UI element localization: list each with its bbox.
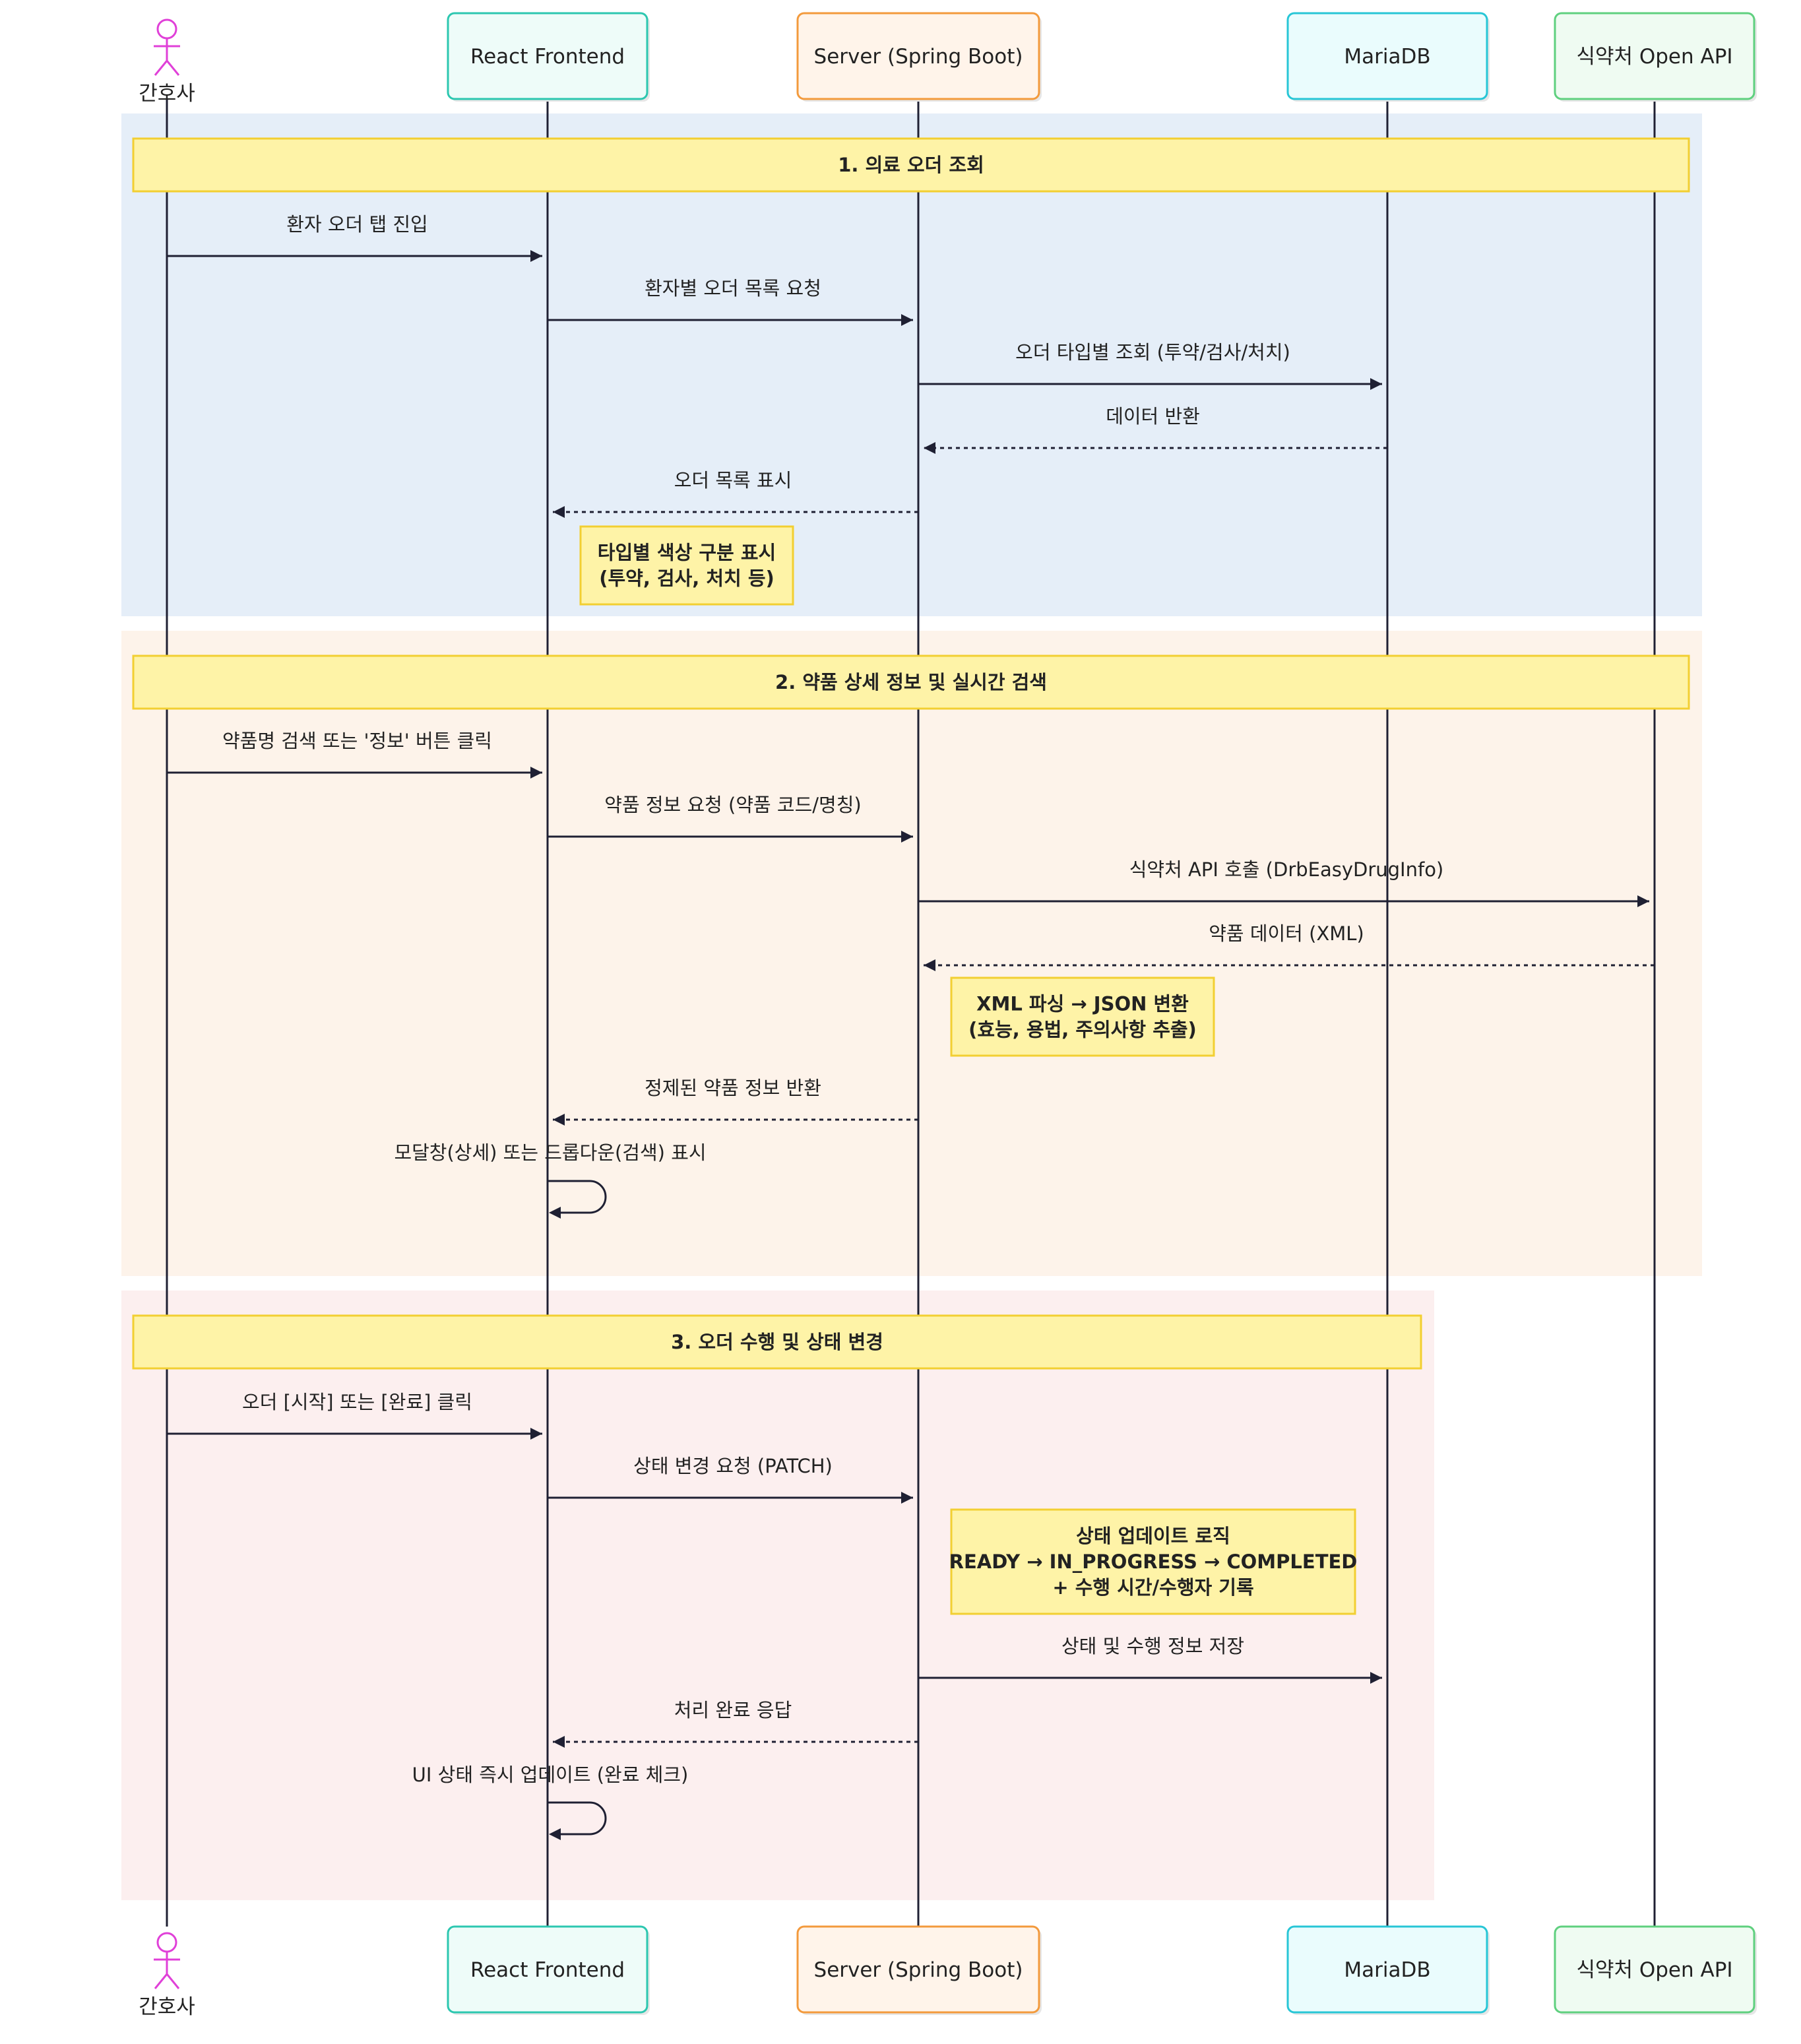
- participant-label: 간호사: [139, 1995, 195, 2019]
- arrow-head: [1637, 895, 1649, 907]
- participant-srv-bottom: Server (Spring Boot): [796, 1925, 1042, 2015]
- section-title-box: [132, 137, 1690, 193]
- message-label: 오더 타입별 조회 (투약/검사/처치): [1015, 341, 1290, 364]
- arrow-head: [530, 1428, 542, 1440]
- participant-label: MariaDB: [1344, 1958, 1430, 1982]
- participant-box: [447, 12, 648, 100]
- message-label: 처리 완료 응답: [674, 1699, 792, 1721]
- note-text: XML 파싱 → JSON 변환: [976, 993, 1189, 1015]
- participant-label: React Frontend: [470, 45, 625, 69]
- section-title: 3. 오더 수행 및 상태 변경: [671, 1331, 883, 1353]
- lifelines: [166, 99, 1656, 1927]
- section-background: [121, 631, 1702, 1276]
- message-label: 상태 및 수행 정보 저장: [1061, 1635, 1244, 1657]
- arrow-head: [901, 1492, 913, 1504]
- participant-box: [1286, 12, 1488, 100]
- note-text: 상태 업데이트 로직: [1076, 1525, 1230, 1547]
- arrow-head: [549, 1828, 561, 1840]
- participant-box: [1286, 1925, 1488, 2014]
- participant-box: [1554, 1925, 1755, 2014]
- section-backgrounds: [121, 113, 1702, 1900]
- note-text: + 수행 시간/수행자 기록: [1052, 1576, 1253, 1599]
- note-box: [579, 525, 794, 606]
- arrow-head: [553, 1736, 565, 1748]
- participant-api-top: 식약처 Open API: [1554, 12, 1757, 102]
- arrow-head: [1370, 378, 1382, 390]
- message-label: 약품 정보 요청 (약품 코드/명칭): [604, 794, 861, 816]
- arrow-head: [924, 442, 935, 454]
- section-title-box: [132, 1314, 1422, 1370]
- arrow-head: [553, 1114, 565, 1126]
- note-text: (투약, 검사, 처치 등): [599, 567, 774, 590]
- participant-label: Server (Spring Boot): [814, 45, 1023, 69]
- arrow-head: [1370, 1672, 1382, 1684]
- participant-db-bottom: MariaDB: [1286, 1925, 1490, 2015]
- participant-box: [1554, 12, 1755, 100]
- message-label: 환자별 오더 목록 요청: [645, 277, 821, 300]
- participant-label: Server (Spring Boot): [814, 1958, 1023, 1982]
- message-label: 오더 목록 표시: [674, 469, 792, 492]
- message-label: 오더 [시작] 또는 [완료] 클릭: [242, 1391, 472, 1413]
- arrow-head: [901, 314, 913, 326]
- arrow-head: [553, 506, 565, 518]
- participant-label: React Frontend: [470, 1958, 625, 1982]
- actor-leg-icon: [154, 60, 168, 76]
- participant-fe-top: React Frontend: [447, 12, 650, 102]
- actor-head-icon: [156, 18, 177, 40]
- arrow-head: [901, 831, 913, 843]
- message-label: 환자 오더 탭 진입: [286, 213, 427, 236]
- arrow-head: [924, 959, 935, 971]
- actor-leg-icon: [166, 60, 180, 76]
- note-text: (효능, 용법, 주의사항 추출): [968, 1019, 1197, 1041]
- arrow-head: [530, 250, 542, 262]
- self-message-label: 모달창(상세) 또는 드롭다운(검색) 표시: [394, 1141, 706, 1164]
- note-box: [950, 1508, 1356, 1615]
- participant-box: [796, 12, 1040, 100]
- message-label: 데이터 반환: [1106, 405, 1200, 428]
- self-message-arrow: [548, 1180, 607, 1214]
- participant-nurse-top: 간호사: [139, 18, 195, 106]
- self-message-label: UI 상태 즉시 업데이트 (완료 체크): [412, 1764, 689, 1786]
- participant-box: [447, 1925, 648, 2014]
- section-title-box: [132, 655, 1690, 710]
- participant-srv-top: Server (Spring Boot): [796, 12, 1042, 102]
- participant-nurse-bottom: 간호사: [139, 1932, 195, 2019]
- message-label: 약품 데이터 (XML): [1209, 922, 1364, 945]
- message-label: 정제된 약품 정보 반환: [645, 1077, 821, 1099]
- note-box: [950, 976, 1215, 1057]
- note-text: READY → IN_PROGRESS → COMPLETED: [949, 1550, 1358, 1573]
- message-label: 식약처 API 호출 (DrbEasyDrugInfo): [1129, 858, 1444, 881]
- actor-leg-icon: [154, 1973, 168, 1989]
- section-title: 2. 약품 상세 정보 및 실시간 검색: [775, 671, 1047, 693]
- arrow-head: [530, 767, 542, 779]
- participant-label: 식약처 Open API: [1576, 45, 1732, 69]
- participant-db-top: MariaDB: [1286, 12, 1490, 102]
- arrow-head: [549, 1207, 561, 1219]
- message-label: 약품명 검색 또는 '정보' 버튼 클릭: [222, 730, 492, 752]
- actor-head-icon: [156, 1932, 177, 1953]
- participant-label: 간호사: [139, 82, 195, 106]
- participant-box: [796, 1925, 1040, 2014]
- self-message-arrow: [548, 1801, 607, 1836]
- participant-label: 식약처 Open API: [1576, 1958, 1732, 1982]
- section-title: 1. 의료 오더 조회: [838, 154, 984, 176]
- section-background: [121, 113, 1702, 616]
- actor-leg-icon: [166, 1973, 180, 1989]
- participant-api-bottom: 식약처 Open API: [1554, 1925, 1757, 2015]
- message-label: 상태 변경 요청 (PATCH): [633, 1455, 833, 1477]
- participant-label: MariaDB: [1344, 45, 1430, 69]
- note-text: 타입별 색상 구분 표시: [598, 542, 776, 564]
- participant-fe-bottom: React Frontend: [447, 1925, 650, 2015]
